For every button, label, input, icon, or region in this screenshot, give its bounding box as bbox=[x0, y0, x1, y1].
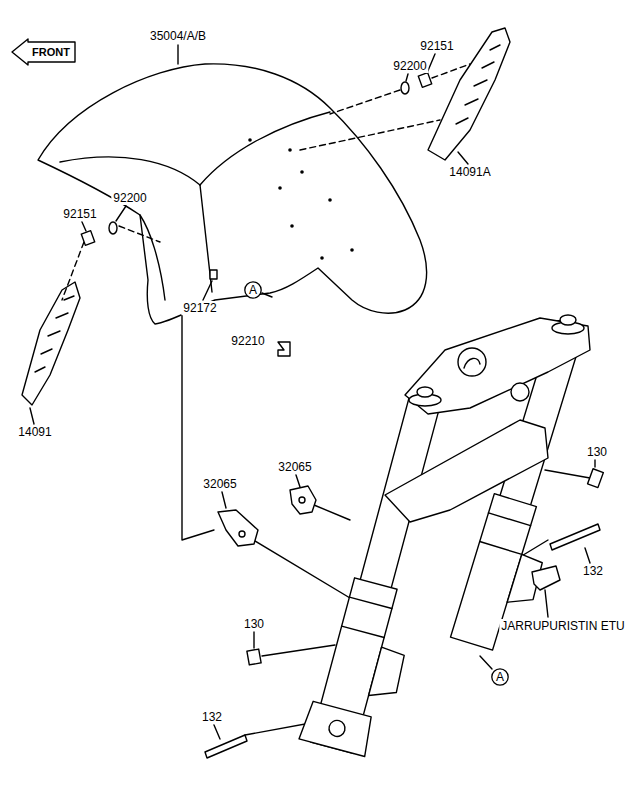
part-number: 130 bbox=[585, 445, 609, 459]
part-number: 92172 bbox=[181, 301, 218, 315]
reference-letter: A bbox=[249, 283, 257, 297]
part-number: 32065 bbox=[276, 460, 313, 474]
part-number: 92210 bbox=[229, 334, 266, 348]
part-label: JARRUPURISTIN ETU bbox=[499, 619, 626, 633]
caliper-bracket bbox=[532, 566, 560, 590]
part-number: 132 bbox=[581, 564, 605, 578]
upper-triple-clamp bbox=[405, 318, 590, 414]
hose-bracket bbox=[290, 486, 316, 514]
reference-circle: A bbox=[491, 668, 509, 686]
hose-bracket bbox=[218, 510, 258, 546]
part-number: 132 bbox=[200, 710, 224, 724]
part-number: 92151 bbox=[61, 207, 98, 221]
part-number: 92151 bbox=[418, 39, 455, 53]
front-fender bbox=[38, 64, 427, 324]
direction-arrow: FRONT bbox=[12, 39, 76, 65]
lower-triple-clamp bbox=[385, 420, 548, 522]
part-number: 130 bbox=[242, 617, 266, 631]
part-number: 14091A bbox=[447, 165, 492, 179]
part-number: 92200 bbox=[391, 59, 428, 73]
part-number: 14091 bbox=[16, 425, 53, 439]
direction-text: FRONT bbox=[32, 45, 70, 59]
side-cover bbox=[22, 282, 80, 405]
fork-leg bbox=[299, 385, 473, 760]
part-number: 35004/A/B bbox=[148, 29, 208, 43]
part-number: 32065 bbox=[201, 477, 238, 491]
reference-letter: A bbox=[496, 670, 504, 684]
part-number: 92200 bbox=[111, 191, 148, 205]
reference-circle: A bbox=[244, 281, 262, 299]
